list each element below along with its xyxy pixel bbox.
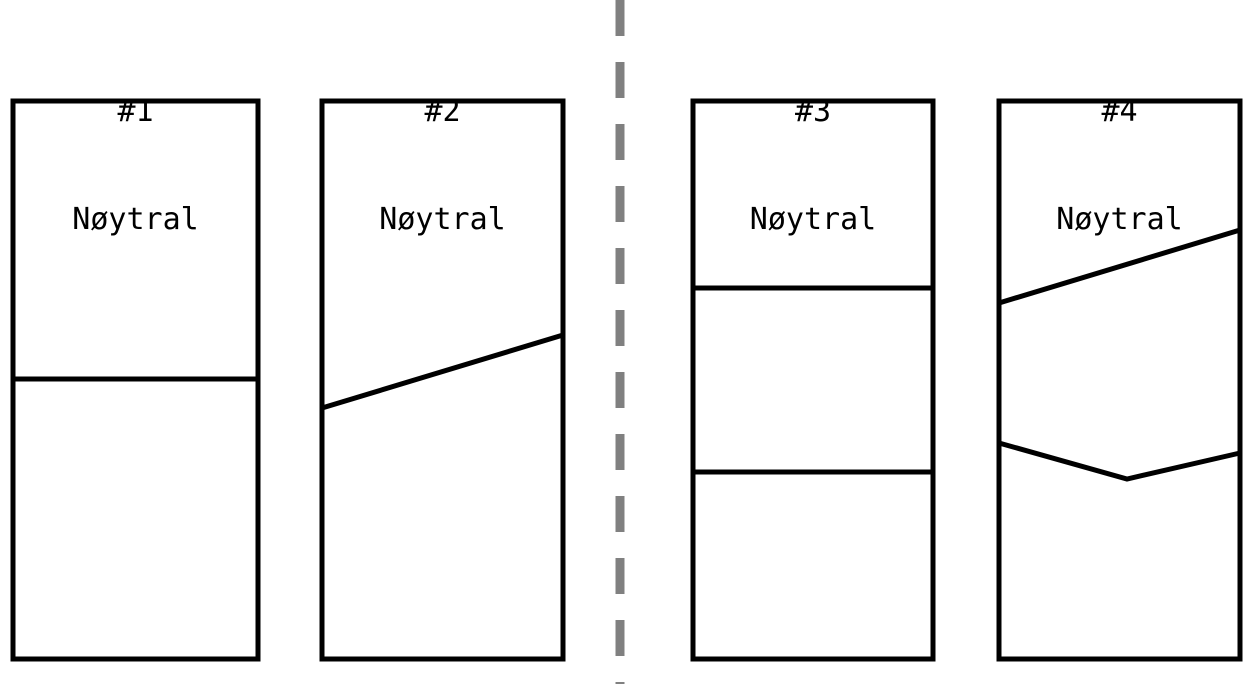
panel-2-box [319, 98, 566, 662]
panel-3-index-label: #3 [794, 94, 832, 129]
panel-4-box [996, 98, 1243, 662]
panel-4-index-label: #4 [1101, 94, 1138, 129]
panel-4-lower-vee-divider [998, 440, 1241, 482]
panel-3-box [690, 98, 936, 662]
panel-1-caption: #1 Nøytral [13, 22, 258, 310]
panel-4-group [996, 98, 1243, 662]
panel-2-caption: #2 Nøytral [322, 22, 563, 310]
panel-2-group [319, 98, 566, 662]
panel-2-index-label: #2 [424, 94, 461, 129]
panel-3-caption: #3 Nøytral [693, 22, 933, 310]
panel-1-index-label: #1 [117, 94, 154, 129]
panel-3-name-label: Nøytral [749, 202, 877, 237]
panel-2-slanted-divider [321, 332, 564, 411]
panel-4-name-label: Nøytral [1056, 202, 1183, 237]
panel-1-name-label: Nøytral [72, 202, 199, 237]
panel-2-name-label: Nøytral [379, 202, 506, 237]
panel-1-group [10, 98, 261, 662]
panel-4-upper-slanted-divider [998, 227, 1241, 306]
panel-3-group [690, 98, 936, 662]
panel-4-caption: #4 Nøytral [999, 22, 1240, 310]
